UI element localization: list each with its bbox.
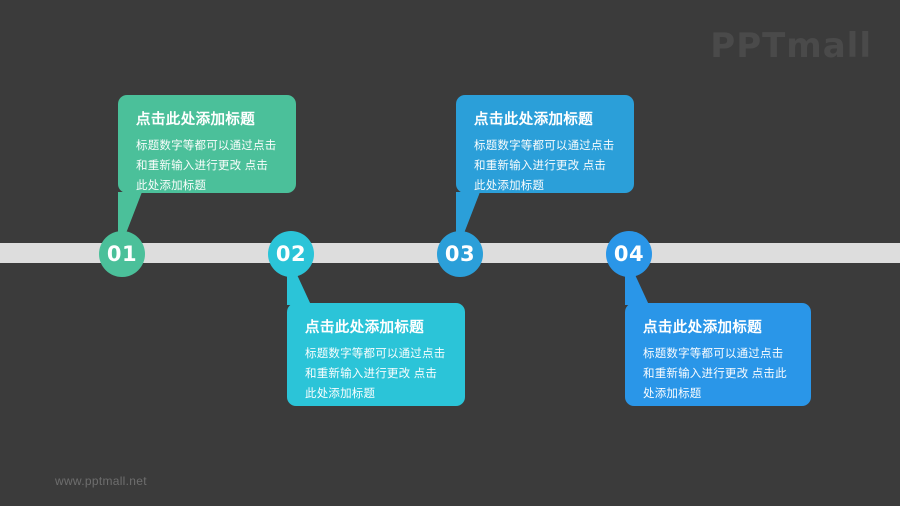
timeline-node-01-label: 01 — [106, 242, 138, 266]
timeline-node-02-label: 02 — [275, 242, 307, 266]
step-card-2-title: 点击此处添加标题 — [305, 320, 425, 336]
timeline-node-04-label: 04 — [613, 242, 645, 266]
step-card-3[interactable]: 点击此处添加标题 标题数字等都可以通过点击和重新输入进行更改 点击此处添加标题 — [456, 95, 634, 193]
step-card-4-body: 标题数字等都可以通过点击和重新输入进行更改 点击此处添加标题 — [643, 347, 787, 400]
timeline-node-03[interactable]: 03 — [437, 231, 483, 277]
step-card-4-title: 点击此处添加标题 — [643, 320, 763, 336]
step-card-1-body: 标题数字等都可以通过点击和重新输入进行更改 点击此处添加标题 — [136, 139, 277, 192]
step-card-2[interactable]: 点击此处添加标题 标题数字等都可以通过点击和重新输入进行更改 点击此处添加标题 — [287, 303, 465, 406]
step-card-3-title: 点击此处添加标题 — [474, 112, 594, 128]
pptmall-logo: PPTmall — [710, 26, 872, 66]
timeline-node-02[interactable]: 02 — [268, 231, 314, 277]
step-card-2-body: 标题数字等都可以通过点击和重新输入进行更改 点击此处添加标题 — [305, 347, 446, 400]
step-card-4[interactable]: 点击此处添加标题 标题数字等都可以通过点击和重新输入进行更改 点击此处添加标题 — [625, 303, 811, 406]
timeline-node-04[interactable]: 04 — [606, 231, 652, 277]
step-card-3-body: 标题数字等都可以通过点击和重新输入进行更改 点击此处添加标题 — [474, 139, 615, 192]
step-card-1[interactable]: 点击此处添加标题 标题数字等都可以通过点击和重新输入进行更改 点击此处添加标题 — [118, 95, 296, 193]
site-watermark: www.pptmall.net — [55, 474, 147, 488]
step-card-1-title: 点击此处添加标题 — [136, 112, 256, 128]
timeline-node-03-label: 03 — [444, 242, 476, 266]
timeline-node-01[interactable]: 01 — [99, 231, 145, 277]
